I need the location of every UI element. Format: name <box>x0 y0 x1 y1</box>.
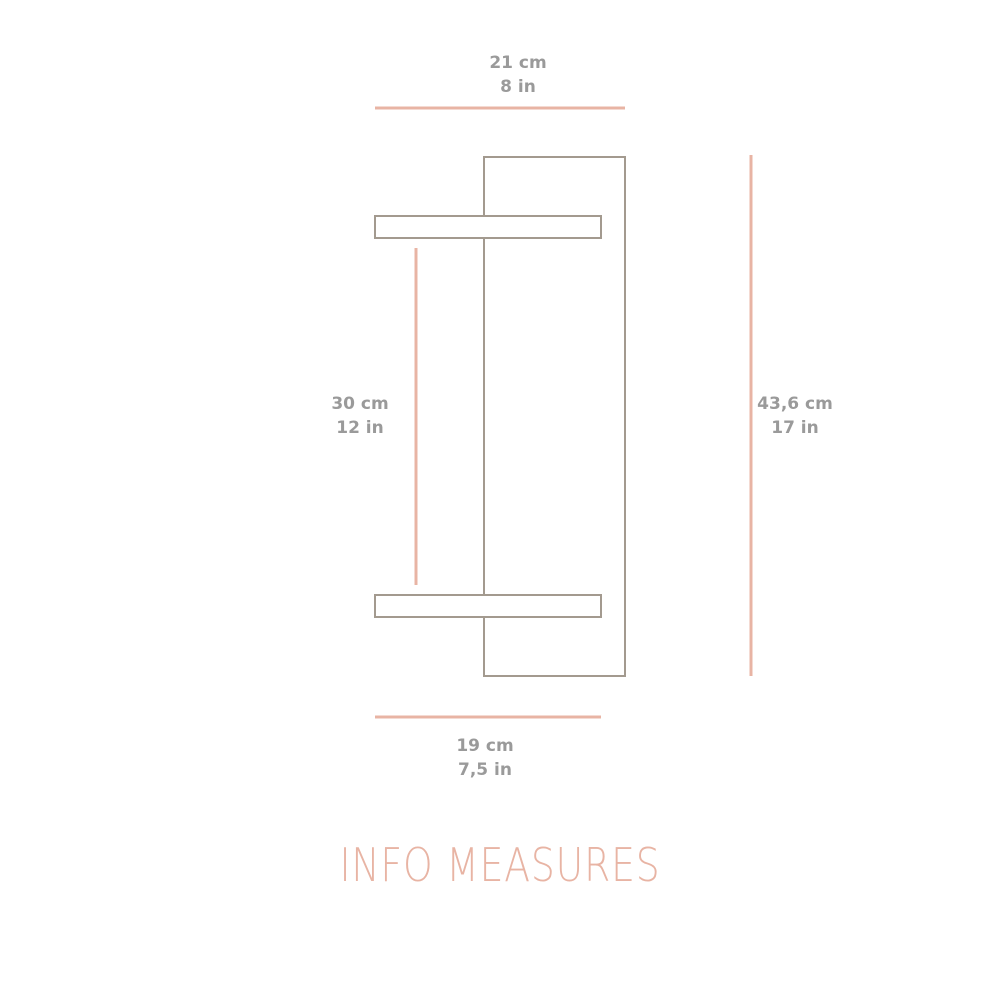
arm-length-metric: 19 cm <box>456 736 514 756</box>
height-metric: 43,6 cm <box>757 394 833 414</box>
back-plate <box>483 156 626 677</box>
height-imperial: 17 in <box>771 418 819 438</box>
height-label: 43,6 cm 17 in <box>735 392 855 440</box>
arm-spacing-label: 30 cm 12 in <box>300 392 420 440</box>
upper-arm <box>374 215 602 239</box>
arm-spacing-metric: 30 cm <box>331 394 389 414</box>
page-title: INFO MEASURES <box>339 838 661 892</box>
arm-length-imperial: 7,5 in <box>458 760 512 780</box>
lower-arm <box>374 594 602 618</box>
product-outline <box>374 156 626 677</box>
arm-length-label: 19 cm 7,5 in <box>425 734 545 782</box>
top-width-imperial: 8 in <box>500 77 536 97</box>
arm-spacing-imperial: 12 in <box>336 418 384 438</box>
top-width-label: 21 cm 8 in <box>458 51 578 99</box>
top-width-metric: 21 cm <box>489 53 547 73</box>
